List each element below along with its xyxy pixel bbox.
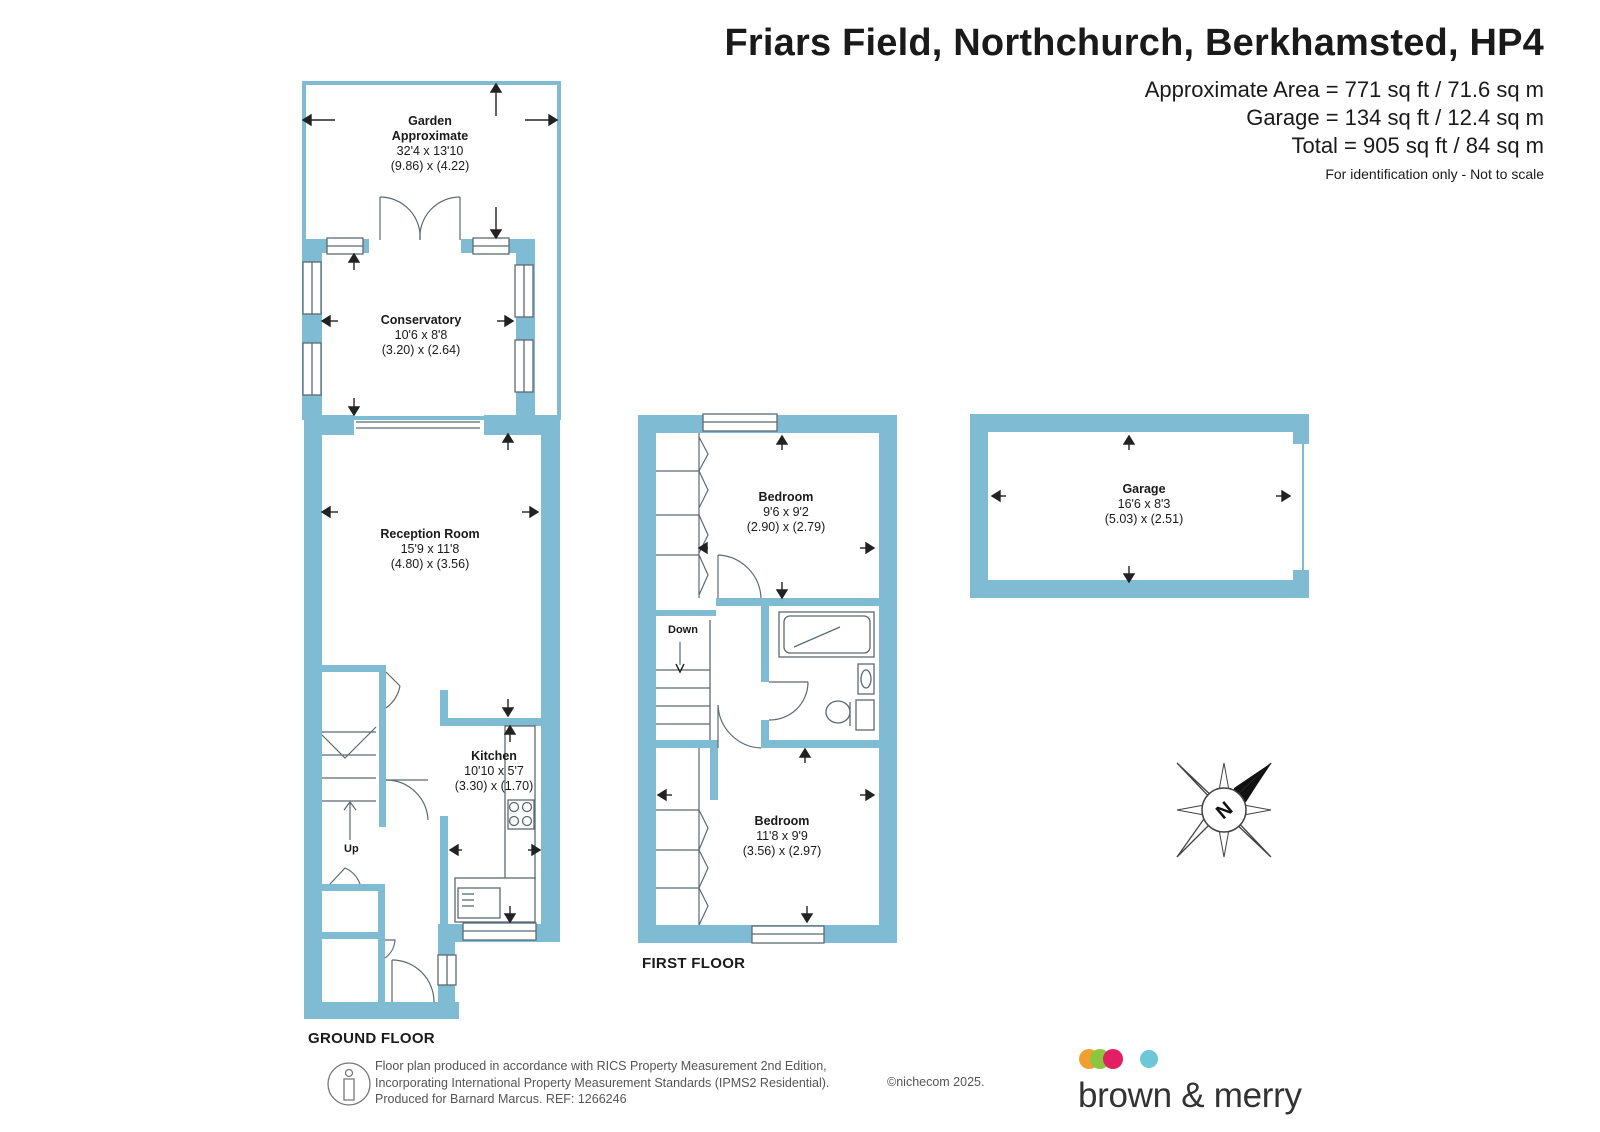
person-icon xyxy=(327,1062,371,1106)
footer-line-2: Incorporating International Property Mea… xyxy=(375,1075,830,1090)
brand-logo-text: brown & merry xyxy=(1078,1076,1302,1115)
conservatory-imperial: 10'6 x 8'8 xyxy=(394,328,448,342)
first-floor-label: FIRST FLOOR xyxy=(642,955,746,972)
bedroom-1-label: Bedroom 9'6 x 9'2 (2.90) x (2.79) xyxy=(747,490,826,535)
brand-logo-dots-icon xyxy=(1079,1049,1158,1069)
bedroom-2-imperial: 11'8 x 9'9 xyxy=(756,829,808,843)
kitchen-imperial: 10'10 x 5'7 xyxy=(464,764,524,778)
first-floor-arrows xyxy=(656,434,876,924)
stairs-down-label: Down xyxy=(668,624,698,636)
garden-sub: Approximate xyxy=(391,129,469,143)
kitchen-name: Kitchen xyxy=(471,749,517,763)
compass-rose-icon: N xyxy=(1176,762,1272,858)
ground-floor-doors xyxy=(321,196,461,1003)
reception-name: Reception Room xyxy=(380,527,480,541)
copyright: ©nichecom 2025. xyxy=(887,1075,985,1089)
garage-area: Garage = 134 sq ft / 12.4 sq m xyxy=(1246,105,1544,130)
first-floor-doors xyxy=(656,433,809,926)
total-area: Total = 905 sq ft / 84 sq m xyxy=(1291,133,1544,158)
stairs-up-label: Up xyxy=(344,843,359,855)
property-title: Friars Field, Northchurch, Berkhamsted, … xyxy=(724,22,1544,64)
bedroom-2-name: Bedroom xyxy=(754,814,810,828)
reception-imperial: 15'9 x 11'8 xyxy=(400,542,460,556)
garage-label: Garage 16'6 x 8'3 (5.03) x (2.51) xyxy=(1105,482,1184,527)
garden-imperial: 32'4 x 13'10 xyxy=(396,144,464,158)
footer-line-3: Produced for Barnard Marcus. REF: 126624… xyxy=(375,1092,627,1106)
conservatory-name: Conservatory xyxy=(380,313,462,327)
garage-arrows xyxy=(990,434,1292,584)
kitchen-label: Kitchen 10'10 x 5'7 (3.30) x (1.70) xyxy=(455,749,534,794)
conservatory-metric: (3.20) x (2.64) xyxy=(381,343,461,357)
garden-metric: (9.86) x (4.22) xyxy=(390,159,470,173)
garage-metric: (5.03) x (2.51) xyxy=(1104,512,1184,526)
ground-floor-fixtures xyxy=(302,237,537,986)
footer-line-1: Floor plan produced in accordance with R… xyxy=(375,1059,827,1073)
bedroom-1-metric: (2.90) x (2.79) xyxy=(746,520,826,534)
reception-room-label: Reception Room 15'9 x 11'8 (4.80) x (3.5… xyxy=(380,527,479,572)
approximate-area: Approximate Area = 771 sq ft / 71.6 sq m xyxy=(1144,77,1544,102)
identification-note: For identification only - Not to scale xyxy=(1325,166,1544,182)
bedroom-2-metric: (3.56) x (2.97) xyxy=(742,844,822,858)
kitchen-metric: (3.30) x (1.70) xyxy=(454,779,534,793)
garage-plan xyxy=(970,414,1309,598)
bedroom-1-name: Bedroom xyxy=(758,490,814,504)
garden-name: Garden xyxy=(408,114,452,128)
garage-imperial: 16'6 x 8'3 xyxy=(1117,497,1171,511)
first-floor-fixtures xyxy=(656,413,875,944)
reception-metric: (4.80) x (3.56) xyxy=(390,557,470,571)
ground-floor-label: GROUND FLOOR xyxy=(308,1030,435,1047)
conservatory-label: Conservatory 10'6 x 8'8 (3.20) x (2.64) xyxy=(381,313,462,358)
garage-name: Garage xyxy=(1122,482,1166,496)
bedroom-2-label: Bedroom 11'8 x 9'9 (3.56) x (2.97) xyxy=(743,814,822,859)
footer-disclaimer: Floor plan produced in accordance with R… xyxy=(375,1058,829,1108)
ground-floor-arrows xyxy=(301,82,559,924)
garden-label: Garden Approximate 32'4 x 13'10 (9.86) x… xyxy=(391,114,470,174)
bedroom-1-imperial: 9'6 x 9'2 xyxy=(763,505,809,519)
